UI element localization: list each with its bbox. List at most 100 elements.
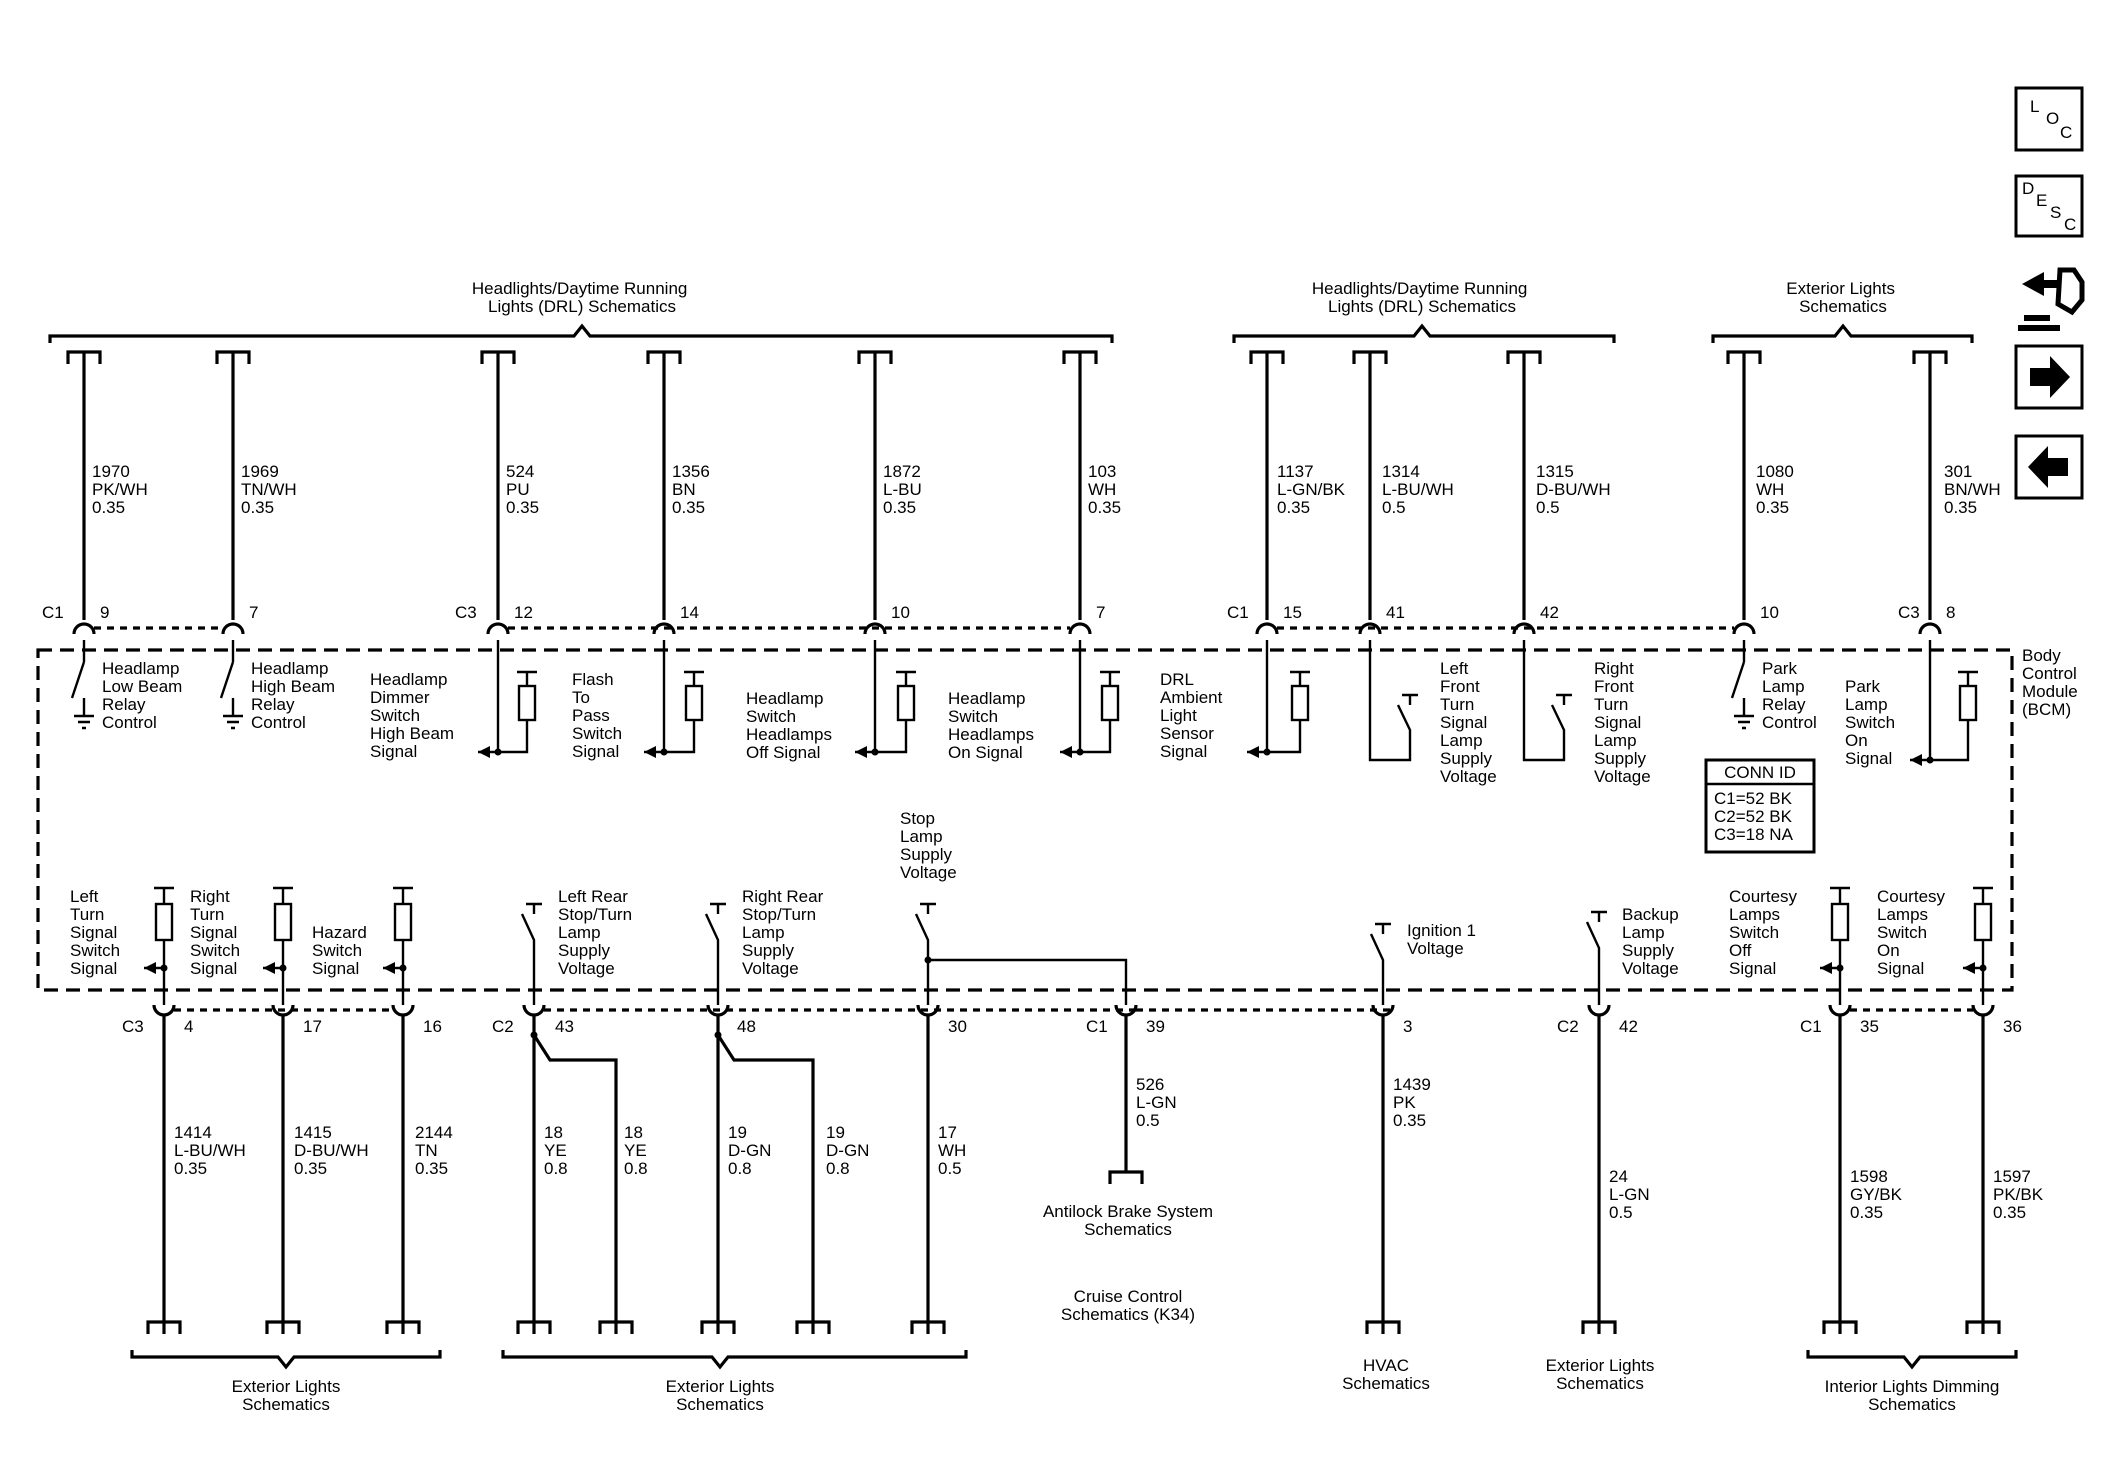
connector-end-view-icon[interactable] <box>2018 267 2085 331</box>
bottom-connector-c2-a: C2 <box>492 1017 514 1036</box>
top-pin-labels: C1 C3 C1 C3 9 7 12 14 10 7 15 41 42 10 8 <box>42 603 1955 622</box>
bottom-pin: 42 <box>1619 1017 1638 1036</box>
svg-text:O: O <box>2046 109 2059 128</box>
top-brace-drl2 <box>1232 323 1616 343</box>
conn-id-row: C2=52 BK <box>1714 807 1793 826</box>
previous-arrow-icon[interactable] <box>2014 434 2084 500</box>
top-pin: 10 <box>1760 603 1779 622</box>
top-pin: 14 <box>680 603 699 622</box>
resistor-icon <box>393 902 413 942</box>
top-connector-c3-a: C3 <box>455 603 477 622</box>
resistor-icon <box>1100 684 1120 722</box>
resistor-icon <box>154 902 174 942</box>
top-group-drl2-title: Headlights/Daytime Running Lights (DRL) … <box>1312 279 1532 316</box>
top-pin: 7 <box>249 603 258 622</box>
top-internal-circuits <box>70 640 1978 766</box>
svg-text:L: L <box>2030 97 2039 116</box>
bottom-pin: 39 <box>1146 1017 1165 1036</box>
bcm-module-outline <box>36 648 2014 992</box>
bottom-pin: 17 <box>303 1017 322 1036</box>
top-pin: 7 <box>1096 603 1105 622</box>
top-connector-bodies <box>72 622 1942 635</box>
next-arrow-icon[interactable] <box>2014 344 2084 410</box>
resistor-icon <box>1290 684 1310 722</box>
top-connector-c1-a: C1 <box>42 603 64 622</box>
bottom-pin: 30 <box>948 1017 967 1036</box>
bottom-connector-c3: C3 <box>122 1017 144 1036</box>
top-connector-c1-b: C1 <box>1227 603 1249 622</box>
resistor-icon <box>1973 902 1993 942</box>
conn-id-row: C3=18 NA <box>1714 825 1794 844</box>
bcm-module-label: Body Control Module (BCM) <box>2022 646 2083 719</box>
top-pin: 15 <box>1283 603 1302 622</box>
svg-text:C: C <box>2064 215 2076 234</box>
top-group-ext-title: Exterior Lights Schematics <box>1786 279 1899 316</box>
bottom-pin: 16 <box>423 1017 442 1036</box>
bottom-connector-c1-b: C1 <box>1800 1017 1822 1036</box>
bottom-connector-bodies <box>152 1004 1995 1017</box>
top-pin: 9 <box>100 603 109 622</box>
svg-text:C: C <box>2060 123 2072 142</box>
top-pin: 41 <box>1386 603 1405 622</box>
conn-id-title: CONN ID <box>1724 763 1796 782</box>
top-brace-drl1 <box>48 323 1114 343</box>
top-wire-harness <box>66 350 1948 620</box>
resistor-icon <box>896 684 916 722</box>
resistor-icon <box>273 902 293 942</box>
bottom-pin: 36 <box>2003 1017 2022 1036</box>
bottom-braces <box>130 1350 2018 1370</box>
top-pin: 42 <box>1540 603 1559 622</box>
top-pin: 8 <box>1946 603 1955 622</box>
location-button[interactable]: L O C <box>2014 86 2084 152</box>
svg-text:S: S <box>2050 203 2061 222</box>
description-button[interactable]: D E S C <box>2014 174 2084 238</box>
top-group-drl1-title: Headlights/Daytime Running Lights (DRL) … <box>472 279 692 316</box>
resistor-icon <box>1958 684 1978 722</box>
svg-text:E: E <box>2036 191 2047 210</box>
bottom-pin: 43 <box>555 1017 574 1036</box>
bottom-internal-circuits <box>144 886 1993 1005</box>
